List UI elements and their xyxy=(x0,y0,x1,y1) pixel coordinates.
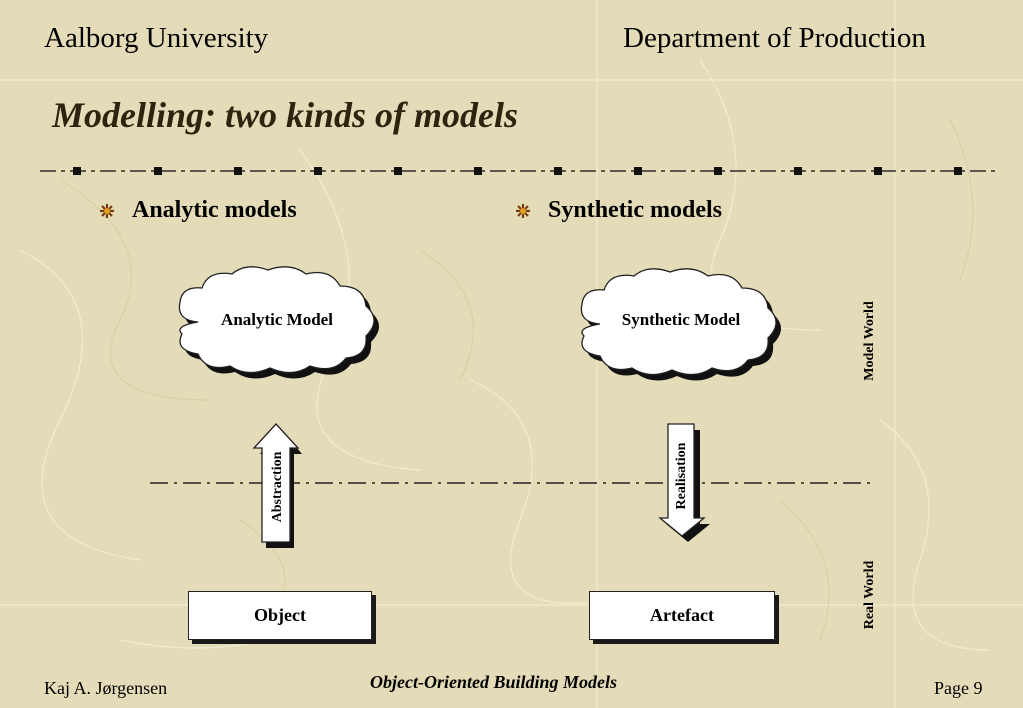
bullet-synthetic-models: Synthetic models xyxy=(548,197,722,223)
abstraction-arrow-up xyxy=(252,423,302,548)
bullet-star-icon xyxy=(516,204,530,218)
world-boundary-line xyxy=(150,482,870,484)
model-world-label: Model World xyxy=(862,301,877,381)
header-university: Aalborg University xyxy=(44,22,269,54)
bullet-analytic-models: Analytic models xyxy=(132,197,297,223)
synthetic-model-label: Synthetic Model xyxy=(621,310,741,329)
synthetic-model-cloud xyxy=(580,268,781,381)
realisation-arrow-down xyxy=(658,423,710,542)
object-label: Object xyxy=(254,605,306,625)
footer-author: Kaj A. Jørgensen xyxy=(44,678,168,698)
object-box: Object xyxy=(188,591,372,640)
slide-title: Modelling: two kinds of models xyxy=(52,95,519,135)
footer-course: Object-Oriented Building Models xyxy=(370,672,617,692)
title-divider xyxy=(40,167,995,175)
footer-page: Page 9 xyxy=(934,678,983,698)
bullet-star-icon xyxy=(100,204,114,218)
analytic-model-cloud xyxy=(178,266,379,379)
analytic-model-label: Analytic Model xyxy=(221,310,333,329)
header-department: Department of Production xyxy=(623,22,926,54)
artefact-box: Artefact xyxy=(589,591,775,640)
artefact-label: Artefact xyxy=(650,605,714,625)
abstraction-label: Abstraction xyxy=(270,451,285,523)
realisation-label: Realisation xyxy=(674,442,689,510)
real-world-label: Real World xyxy=(862,560,877,630)
